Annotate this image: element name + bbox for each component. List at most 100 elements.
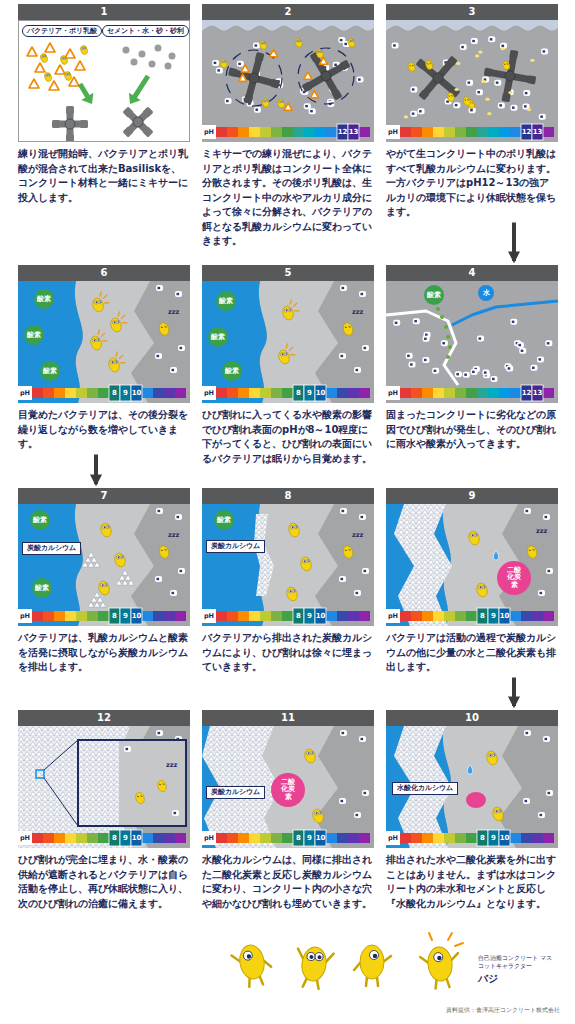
ph-scale-cell xyxy=(510,611,521,621)
ph-scale-cell xyxy=(444,611,455,621)
bacterium xyxy=(91,297,105,314)
ph-scale-cell xyxy=(326,611,337,621)
mixer-paddle xyxy=(447,56,458,67)
ph-scale-cell xyxy=(260,388,271,398)
ph-scale-cell xyxy=(466,611,477,621)
bacterium-eye xyxy=(114,360,117,363)
ph-scale-cell xyxy=(326,127,337,137)
bacterium-pupil xyxy=(68,73,70,75)
mixer-arm xyxy=(312,55,340,97)
ph-scale-cell xyxy=(411,127,422,137)
substance-name: 酸素 xyxy=(427,291,441,299)
ph-scale-cell xyxy=(227,388,238,398)
aggregate-dot xyxy=(364,570,367,572)
polylactic-acid xyxy=(241,65,249,72)
bacterium xyxy=(97,580,111,597)
aggregate xyxy=(418,108,425,114)
mixer-paddle xyxy=(142,106,153,117)
ph-scale-cell xyxy=(271,833,282,843)
credit: 資料提供：會澤高圧コンクリート株式会社 xyxy=(446,1006,560,1014)
bacterium xyxy=(156,779,167,793)
aggregate xyxy=(212,60,219,66)
aggregate-dot xyxy=(461,46,464,48)
mixer-paddle xyxy=(122,106,133,117)
ph-scale-cell xyxy=(532,833,543,843)
green-arrow xyxy=(134,76,148,98)
bacterium-eye xyxy=(320,51,322,53)
substance-bubble: 酸素 xyxy=(32,578,52,598)
ph-scale-cell xyxy=(543,127,554,137)
aggregate xyxy=(254,107,261,113)
aggregate-dot xyxy=(425,334,428,336)
aggregate xyxy=(359,291,366,297)
zoom-inset xyxy=(78,740,186,826)
aggregate-dot xyxy=(545,738,548,740)
ph-label: pH xyxy=(18,609,32,623)
ph-scale-cell xyxy=(142,388,153,398)
ph-tag xyxy=(386,125,400,139)
mascot-pupil xyxy=(309,955,314,960)
bacterium-pupil xyxy=(105,584,107,586)
ph-highlight xyxy=(304,385,315,401)
ph-scale-cell xyxy=(466,833,477,843)
substance-name: 酸素 xyxy=(211,333,225,341)
aggregate xyxy=(339,798,346,804)
bacterium-eye xyxy=(82,47,84,49)
aggregate-dot xyxy=(217,69,220,71)
bacterium-eye xyxy=(94,301,97,304)
bacterium-eyes xyxy=(161,327,167,328)
step-panel: 4固まったコンクリートに劣化などの原因でひび割れが発生し、そのひび割れに雨水や酸… xyxy=(386,265,558,452)
bacterium-pupil xyxy=(472,535,474,537)
bacterium xyxy=(342,544,355,559)
bacterium-eye xyxy=(106,525,109,528)
bacterium-pupil xyxy=(295,526,297,528)
ph-value: 9 xyxy=(304,830,315,846)
polylactic-acid xyxy=(239,74,247,81)
aggregate-dot xyxy=(361,516,364,518)
ph-highlight xyxy=(109,385,120,401)
aggregate xyxy=(156,285,163,291)
ph-value: 8 xyxy=(109,608,120,624)
polylactic-acid xyxy=(65,49,75,58)
aggregate-dot xyxy=(361,293,364,295)
calcium-carbonate-grain xyxy=(88,562,94,567)
ph-label: pH xyxy=(202,386,216,400)
aggregate xyxy=(523,798,530,804)
ph-value: 10 xyxy=(315,385,326,401)
aggregate-dot xyxy=(407,355,410,357)
aggregate-dot xyxy=(177,293,180,295)
ph-scale-cell xyxy=(359,127,370,137)
rainwater xyxy=(18,281,83,403)
aggregate xyxy=(354,367,361,373)
ph-scale-cell xyxy=(326,833,337,843)
oxygen-trail xyxy=(436,307,440,311)
calcium-carbonate-grain xyxy=(128,580,134,585)
bacterium-eyes xyxy=(161,550,167,551)
calcium-carbonate-grain xyxy=(94,562,100,567)
aggregate xyxy=(172,810,179,816)
ph-scale-cell xyxy=(359,833,370,843)
ph-scale-cell xyxy=(455,388,466,398)
step-number: 8 xyxy=(285,490,292,501)
aggregate-dot xyxy=(158,287,161,289)
substance-name: バクテリア・ポリ乳酸 xyxy=(27,27,97,35)
aggregate-dot xyxy=(341,800,344,802)
bacterium xyxy=(299,556,313,573)
bacterium xyxy=(425,60,434,71)
bacterium-eye xyxy=(318,811,321,814)
ph-label: pH xyxy=(386,125,400,139)
wake-rays xyxy=(290,300,299,311)
bacterium-eye xyxy=(288,308,291,311)
ph-highlight xyxy=(488,830,499,846)
bacterium-eye xyxy=(116,556,119,559)
bacterium xyxy=(287,522,301,539)
bacterium-eye xyxy=(263,42,265,44)
polylactic-acid xyxy=(75,61,85,70)
aggregate xyxy=(155,353,162,359)
ph-scale-cell xyxy=(499,388,510,398)
aggregate xyxy=(498,102,505,108)
calcium-carbonate-grain xyxy=(122,580,128,585)
mixer-paddle xyxy=(243,94,253,104)
bacterium-pupil xyxy=(46,74,48,76)
ph-scale-cell xyxy=(337,611,348,621)
